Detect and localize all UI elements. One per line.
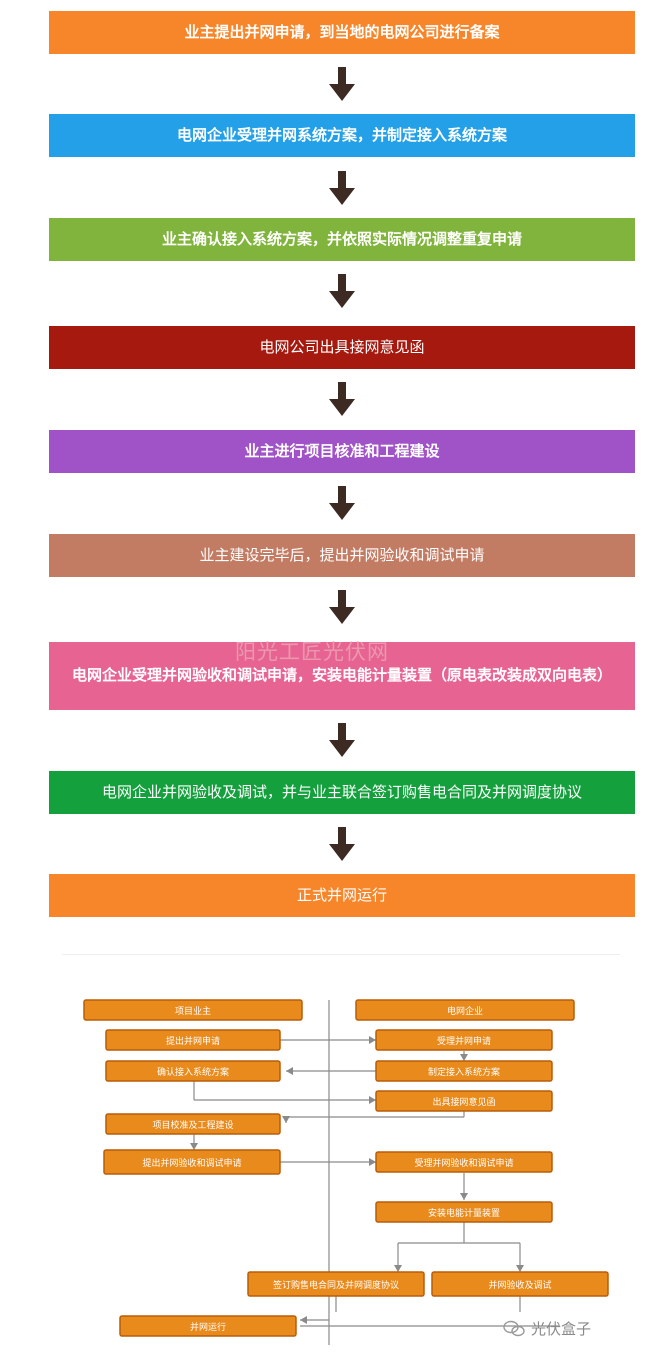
down-arrow-icon	[329, 723, 355, 757]
flow-owner-apply: 提出并网申请	[165, 1036, 220, 1047]
flow-owner-build: 项目校准及工程建设	[152, 1120, 234, 1131]
flow-grid-accept: 受理并网申请	[436, 1036, 491, 1047]
flow-owner-accept-apply: 提出并网验收和调试申请	[142, 1158, 242, 1169]
step-2-box: 电网企业受理并网系统方案，并制定接入系统方案	[49, 114, 635, 157]
step-3-box: 业主确认接入系统方案，并依照实际情况调整重复申请	[49, 218, 635, 261]
section-divider	[62, 954, 620, 955]
down-arrow-icon	[329, 171, 355, 205]
down-arrow-icon	[329, 486, 355, 520]
flow-grid-accept-apply: 受理并网验收和调试申请	[414, 1158, 514, 1169]
step-1-box: 业主提出并网申请，到当地的电网公司进行备案	[49, 11, 635, 54]
down-arrow-icon	[329, 382, 355, 416]
step-7-box: 电网企业受理并网验收和调试申请，安装电能计量装置（原电表改装成双向电表）	[49, 642, 635, 710]
step-5-box: 业主进行项目核准和工程建设	[49, 430, 635, 473]
flow-grid-plan: 制定接入系统方案	[427, 1067, 500, 1078]
down-arrow-icon	[329, 590, 355, 624]
step-4-box: 电网公司出具接网意见函	[49, 326, 635, 369]
flow-grid-letter: 出具接网意见函	[432, 1097, 496, 1108]
flow-owner-confirm: 确认接入系统方案	[156, 1067, 229, 1078]
step-8-box: 电网企业并网验收及调试，并与业主联合签订购售电合同及并网调度协议	[49, 771, 635, 814]
flow-grid-meter: 安装电能计量装置	[427, 1208, 500, 1219]
step-9-box: 正式并网运行	[49, 874, 635, 917]
swimlane-flowchart	[83, 999, 609, 1345]
flow-grid-acceptance: 并网验收及调试	[488, 1280, 552, 1291]
down-arrow-icon	[329, 67, 355, 101]
flow-sign-contract: 签订购售电合同及并网调度协议	[272, 1280, 399, 1291]
watermark-text: 阳光工匠光伏网	[235, 640, 389, 664]
wechat-icon	[503, 1320, 525, 1336]
step-6-box: 业主建设完毕后，提出并网验收和调试申请	[49, 534, 635, 577]
down-arrow-icon	[329, 274, 355, 308]
flow-owner-header: 项目业主	[174, 1006, 211, 1017]
credit-text: 光伏盒子	[531, 1320, 592, 1338]
down-arrow-icon	[329, 827, 355, 861]
flow-grid-header: 电网企业	[446, 1006, 483, 1017]
credit: 光伏盒子	[503, 1318, 591, 1339]
flow-run: 并网运行	[189, 1322, 226, 1333]
